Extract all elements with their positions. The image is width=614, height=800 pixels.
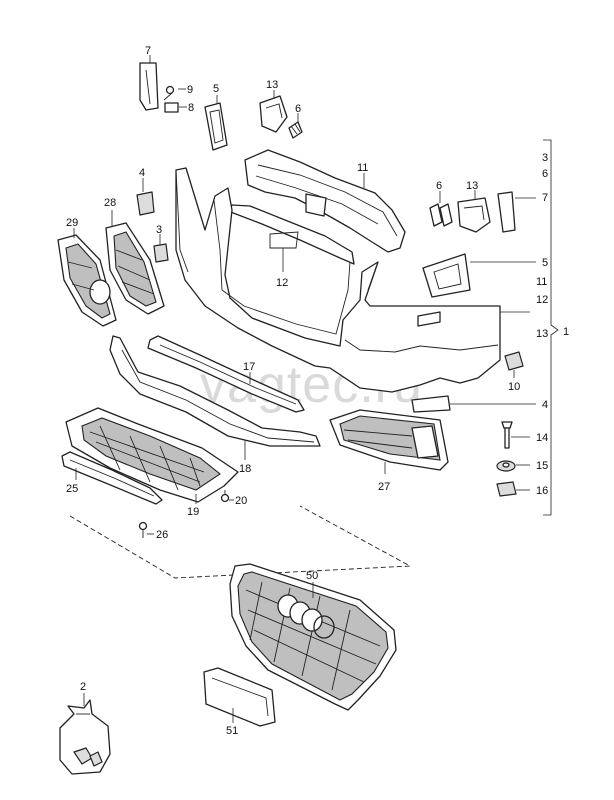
part-27-fog-grille: 27	[329, 409, 449, 493]
part-6-spring: 6	[288, 103, 303, 139]
part-12-strip: 12	[227, 204, 355, 289]
part-16-nut	[496, 481, 530, 497]
part-14-bolt	[501, 421, 530, 449]
svg-text:19: 19	[187, 506, 199, 518]
svg-text:50: 50	[306, 570, 318, 582]
svg-text:17: 17	[243, 361, 255, 373]
svg-text:18: 18	[239, 463, 251, 475]
part-13-mount-right: 13	[457, 180, 491, 233]
svg-text:28: 28	[104, 197, 116, 209]
part-13-mount: 13	[259, 79, 288, 133]
svg-text:9: 9	[187, 84, 193, 96]
svg-text:10: 10	[508, 381, 520, 393]
part-5-frame: 5	[204, 83, 228, 151]
bracket-item-13: 13	[536, 328, 548, 340]
svg-text:27: 27	[378, 481, 390, 493]
bracket-item-3: 3	[542, 152, 548, 164]
part-26-screw: 26	[138, 521, 168, 541]
part-29-side-grille: 29	[57, 217, 117, 327]
bracket-item-5: 5	[542, 257, 548, 269]
part-25-strip: 25	[61, 451, 163, 505]
part-28-grille: 28	[104, 197, 165, 315]
bracket-item-15: 15	[536, 460, 548, 472]
bracket-item-16: 16	[536, 485, 548, 497]
part-5-fog-frame	[422, 253, 536, 298]
bracket-item-12: 12	[536, 294, 548, 306]
svg-text:3: 3	[156, 224, 162, 236]
svg-text:6: 6	[436, 180, 442, 192]
svg-text:29: 29	[66, 217, 78, 229]
svg-text:6: 6	[295, 103, 301, 115]
part-7-bracket: 7	[139, 45, 159, 111]
grille-group-outline	[69, 505, 412, 579]
bracket-item-4: 4	[542, 399, 548, 411]
part-3-plate: 3	[153, 224, 169, 263]
svg-text:7: 7	[145, 45, 151, 57]
part-18-spoiler: 18	[109, 335, 321, 475]
part-9-screw: 9	[163, 84, 193, 101]
part-15-washer	[496, 460, 530, 472]
bracket-item-11: 11	[536, 276, 547, 288]
svg-text:4: 4	[139, 167, 145, 179]
svg-text:11: 11	[357, 162, 368, 174]
part-2-hardware-bag: 2	[59, 681, 111, 775]
part-7-bracket-right	[497, 191, 536, 233]
svg-text:13: 13	[466, 180, 478, 192]
assembly-bracket: 3 6 7 5 11 12 13 1 4 14 15 16	[536, 139, 569, 516]
part-6-spring-right: 6	[429, 180, 453, 227]
part-bumper-cover	[175, 167, 536, 413]
part-4-cover: 4	[136, 167, 155, 216]
bracket-item-6: 6	[542, 168, 548, 180]
bracket-item-14: 14	[536, 432, 548, 444]
bracket-item-1: 1	[563, 326, 569, 338]
part-20-screw: 20	[220, 490, 247, 507]
part-19-undertray: 19	[65, 407, 239, 518]
svg-text:25: 25	[66, 483, 78, 495]
svg-text:12: 12	[276, 277, 288, 289]
svg-text:26: 26	[156, 529, 168, 541]
svg-text:2: 2	[80, 681, 86, 693]
part-10-clip: 10	[504, 351, 524, 393]
part-51-plate-mount: 51	[203, 667, 276, 737]
part-11-carrier: 11	[244, 149, 406, 253]
svg-text:20: 20	[235, 495, 247, 507]
part-8-clip: 8	[164, 102, 194, 114]
bracket-item-7: 7	[542, 192, 548, 204]
audi-rings-logo	[277, 594, 335, 639]
svg-text:5: 5	[213, 83, 219, 95]
svg-text:13: 13	[266, 79, 278, 91]
svg-text:51: 51	[226, 725, 238, 737]
part-50-main-grille: 50	[229, 563, 397, 711]
part-17-strip: 17	[147, 335, 305, 413]
svg-text:8: 8	[188, 102, 194, 114]
